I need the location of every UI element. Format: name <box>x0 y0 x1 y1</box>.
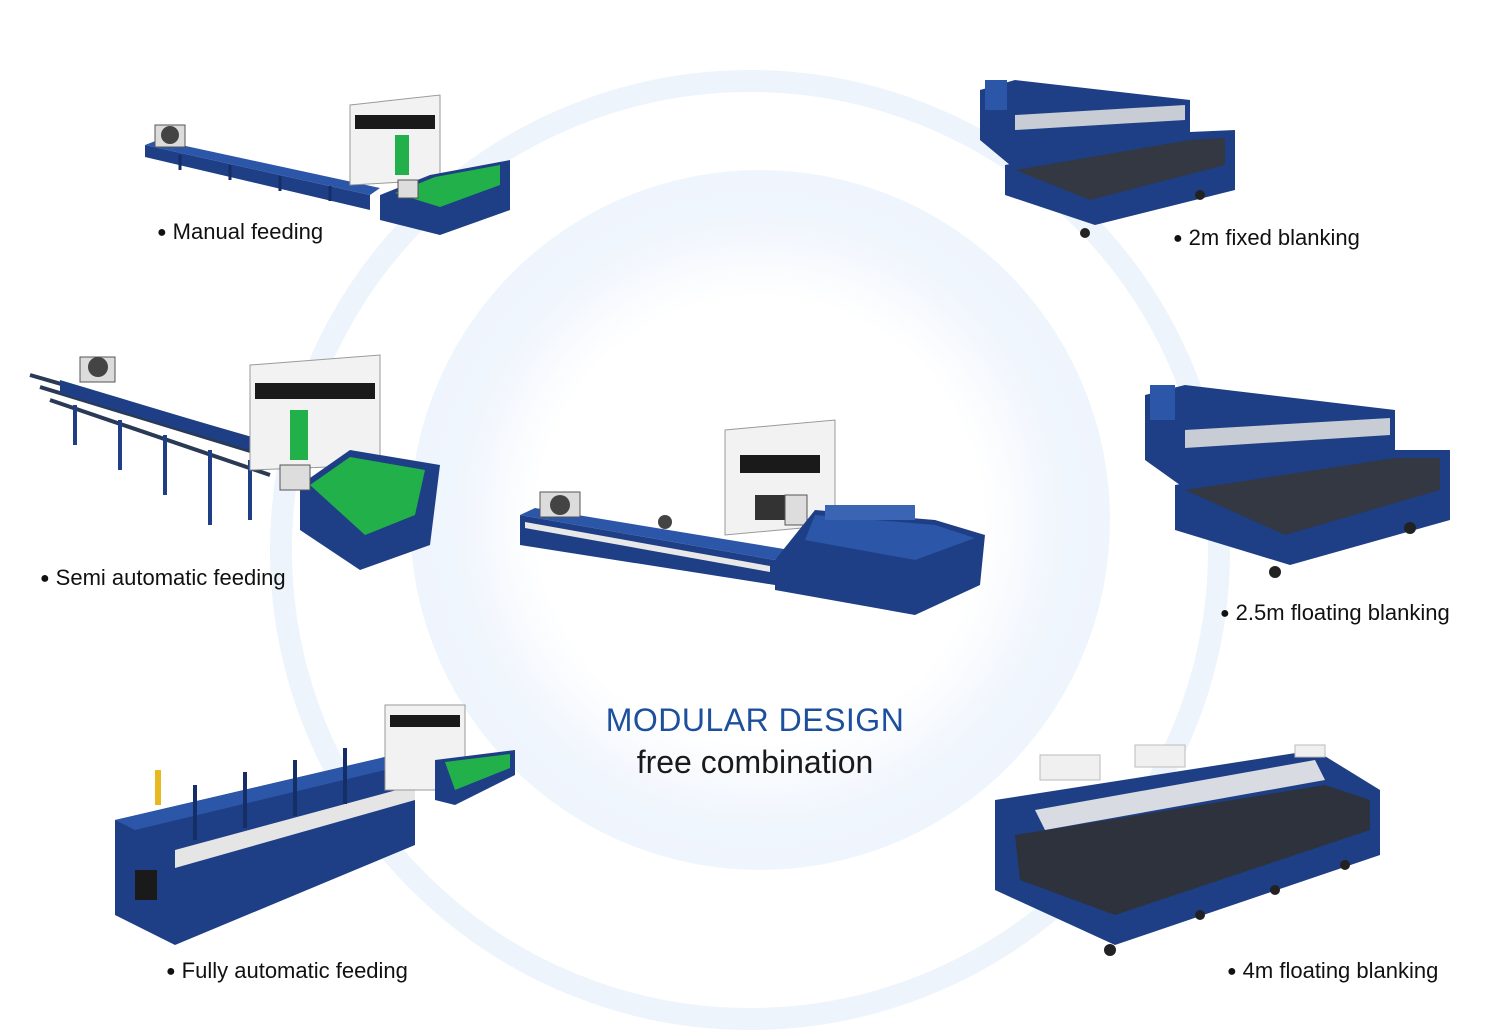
bullet-icon: ● <box>40 570 50 587</box>
bullet-icon: ● <box>1173 230 1183 247</box>
main-tube-laser-machine-image <box>520 419 985 615</box>
semi-automatic-feeding-label: ● Semi automatic feeding <box>40 565 286 591</box>
manual-feeding-text: Manual feeding <box>172 219 324 244</box>
floating-blanking-2-5m-label: ● 2.5m floating blanking <box>1220 600 1450 626</box>
manual-feeding-machine-image <box>145 94 510 235</box>
manual-feeding-label: ● Manual feeding <box>157 219 323 245</box>
fully-automatic-feeding-machine-image <box>115 704 515 945</box>
floating-blanking-4m-text: 4m floating blanking <box>1242 958 1439 983</box>
floating-blanking-4m-label: ● 4m floating blanking <box>1227 958 1438 984</box>
floating-blanking-4m-image <box>995 744 1380 956</box>
floating-blanking-2-5m-text: 2.5m floating blanking <box>1235 600 1450 625</box>
bullet-icon: ● <box>1227 963 1237 980</box>
bullet-icon: ● <box>157 224 167 241</box>
floating-blanking-2-5m-image <box>1145 385 1450 578</box>
fixed-blanking-2m-label: ● 2m fixed blanking <box>1173 225 1360 251</box>
free-combination-subtitle: free combination <box>636 744 874 780</box>
semi-automatic-feeding-machine-image <box>29 354 440 570</box>
fixed-blanking-2m-text: 2m fixed blanking <box>1188 225 1360 250</box>
modular-design-title: MODULAR DESIGN <box>605 702 905 738</box>
fully-automatic-feeding-text: Fully automatic feeding <box>181 958 408 983</box>
semi-automatic-feeding-text: Semi automatic feeding <box>55 565 286 590</box>
fixed-blanking-2m-image <box>980 80 1235 238</box>
bullet-icon: ● <box>166 963 176 980</box>
bullet-icon: ● <box>1220 605 1230 622</box>
fully-automatic-feeding-label: ● Fully automatic feeding <box>166 958 408 984</box>
